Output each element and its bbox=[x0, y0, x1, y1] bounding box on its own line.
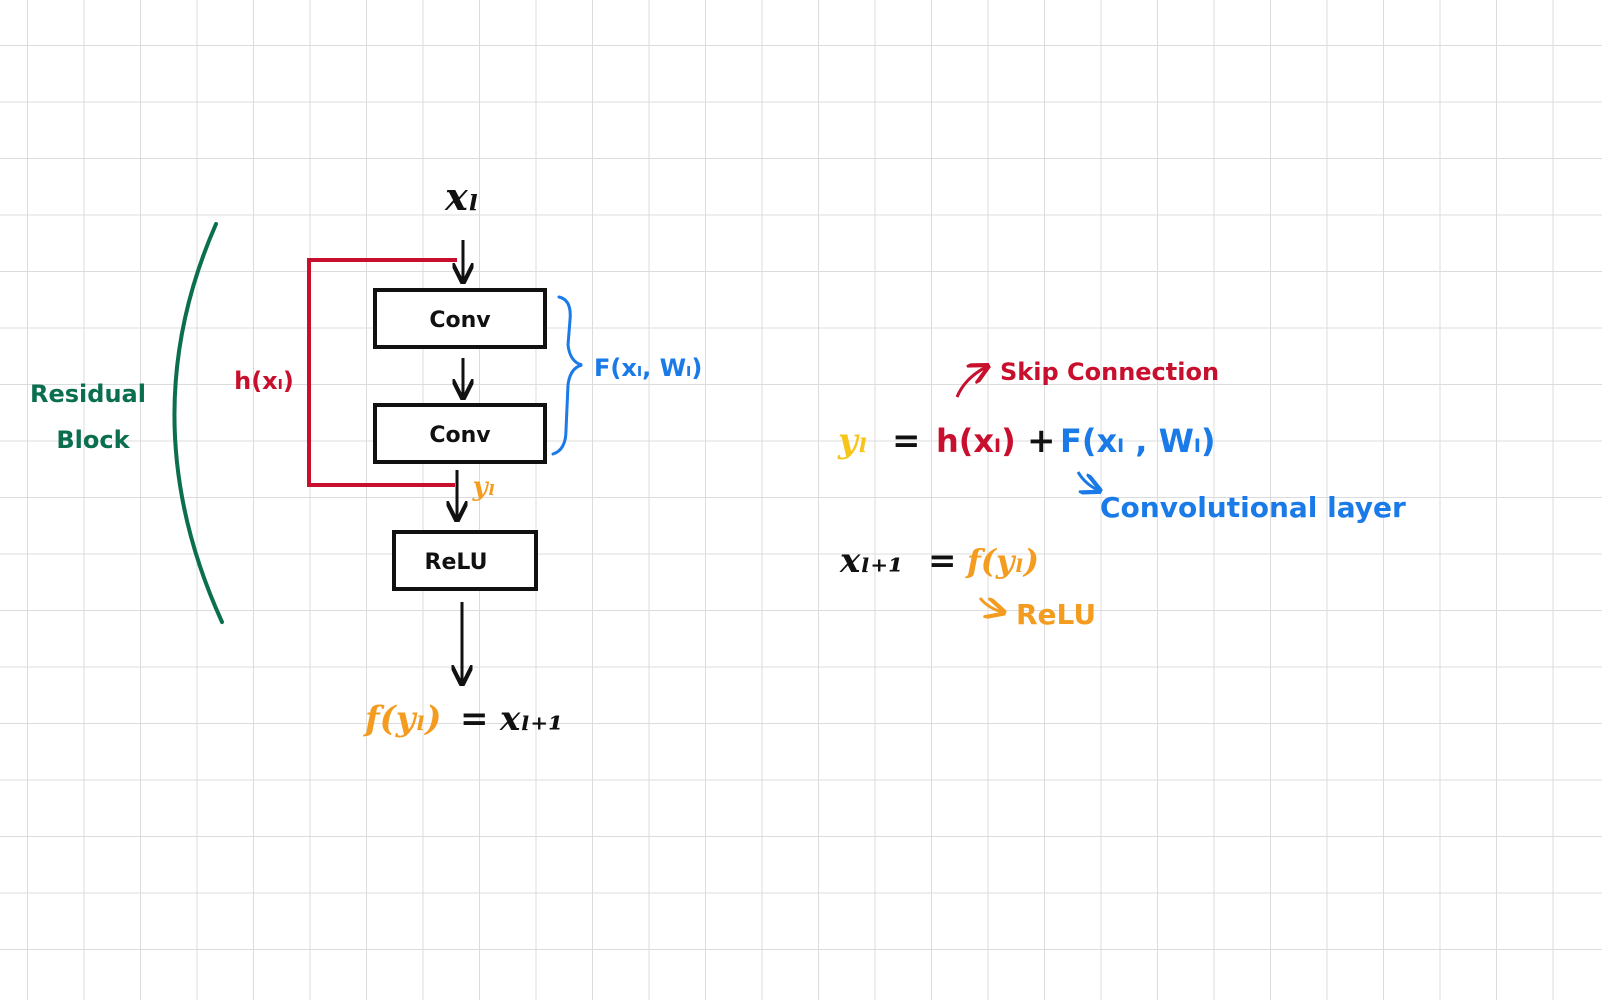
residual-function-brace bbox=[551, 295, 583, 456]
residual-bracket bbox=[172, 222, 224, 624]
output-label-eq: = bbox=[460, 699, 489, 739]
skip-note-arrow bbox=[955, 367, 986, 398]
conv1-box bbox=[373, 288, 547, 349]
eq1-F: F(xₗ , Wₗ) bbox=[1060, 422, 1216, 460]
conv-note: Convolutional layer bbox=[1100, 491, 1406, 524]
eq2-lhs: xₗ₊₁ bbox=[839, 541, 903, 581]
eq2-eq: = bbox=[928, 541, 957, 581]
output-label-left: f(yₗ) bbox=[363, 699, 441, 739]
skip-connection-line bbox=[307, 258, 457, 487]
conv2-box bbox=[373, 403, 547, 464]
relu-label: ReLU bbox=[425, 550, 488, 575]
relu-box bbox=[392, 530, 538, 591]
residual-label-line2: Block bbox=[56, 426, 130, 454]
eq1-plus: + bbox=[1027, 421, 1056, 461]
conv-note-arrow bbox=[1076, 471, 1098, 490]
eq1-eq: = bbox=[892, 421, 921, 461]
eq1-h: h(xₗ) bbox=[936, 422, 1016, 460]
skip-label: h(xₗ) bbox=[234, 367, 294, 395]
relu-note: ReLU bbox=[1016, 598, 1096, 631]
conv2-label: Conv bbox=[429, 423, 491, 448]
input-label: xₗ bbox=[444, 174, 479, 219]
residual-function-label: F(xₗ, Wₗ) bbox=[594, 354, 702, 382]
output-label-right: xₗ₊₁ bbox=[499, 699, 563, 739]
skip-note: Skip Connection bbox=[1000, 358, 1219, 386]
relu-note-arrow bbox=[978, 597, 1002, 612]
eq2-rhs: f(yₗ) bbox=[965, 542, 1039, 580]
residual-label-line1: Residual bbox=[30, 380, 146, 408]
conv1-label: Conv bbox=[429, 308, 491, 333]
sum-label: yₗ bbox=[472, 472, 496, 502]
eq1-lhs: yₗ bbox=[837, 421, 868, 461]
